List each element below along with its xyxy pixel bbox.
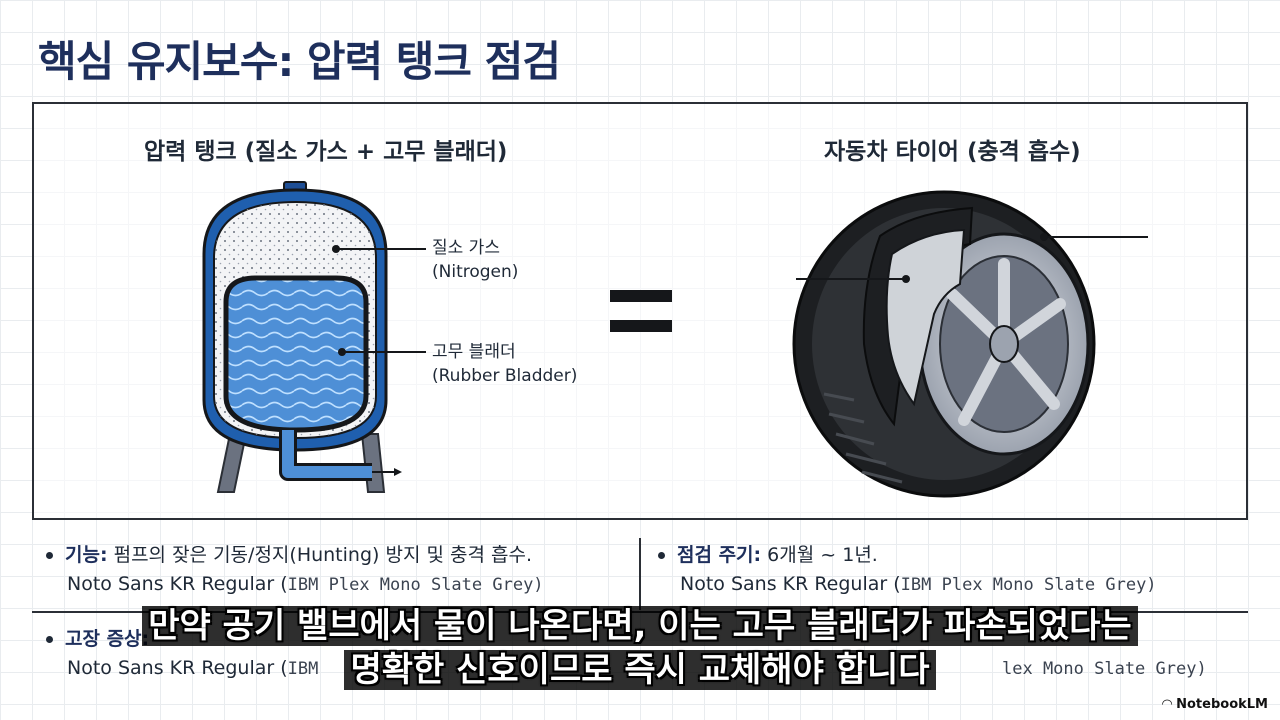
- rubber-bladder: [223, 275, 369, 433]
- tire-heading: 자동차 타이어 (충격 흡수): [824, 139, 1081, 165]
- bullet-fault-font: Noto Sans KR Regular (IBM: [67, 657, 319, 679]
- nitrogen-label-ko: 질소 가스: [432, 238, 500, 258]
- tank-heading: 압력 탱크 (질소 가스 + 고무 블래더): [144, 139, 508, 165]
- bladder-label-ko: 고무 블래더: [432, 342, 516, 362]
- bullet-dot: [46, 636, 53, 643]
- bullet-dot: [658, 552, 665, 559]
- bullet-function: 기능: 펌프의 잦은 기동/정지(Hunting) 방지 및 충격 흡수.: [46, 540, 532, 570]
- page-title: 핵심 유지보수: 압력 탱크 점검: [38, 37, 561, 86]
- tire-illustration: [792, 190, 1148, 498]
- equals-sign: [610, 290, 672, 334]
- bullet-interval: 점검 주기: 6개월 ~ 1년.: [658, 540, 878, 570]
- nitrogen-label-en: (Nitrogen): [432, 262, 519, 282]
- bullet-interval-font: Noto Sans KR Regular (IBM Plex Mono Slat…: [680, 573, 1157, 595]
- bullet-right-font: lex Mono Slate Grey): [1002, 659, 1207, 679]
- bullet-dot: [46, 552, 53, 559]
- pressure-tank-illustration: [202, 181, 1148, 498]
- notebooklm-logo-icon: ◠: [1162, 697, 1173, 712]
- brand-watermark: ◠NotebookLM: [1162, 697, 1268, 712]
- bullet-fault: 고장 증상:: [46, 624, 149, 654]
- tire-air-cutaway: [885, 228, 966, 407]
- bladder-callout: 고무 블래더 (Rubber Bladder): [432, 340, 577, 388]
- bladder-label-en: (Rubber Bladder): [432, 366, 578, 386]
- subtitle-line-2: 명확한 신호이므로 즉시 교체해야 합니다: [0, 648, 1280, 692]
- nitrogen-callout: 질소 가스 (Nitrogen): [432, 236, 518, 284]
- bullet-column-divider: [639, 538, 641, 610]
- bullet-function-font: Noto Sans KR Regular (IBM Plex Mono Slat…: [67, 573, 544, 595]
- comparison-panel: 압력 탱크 (질소 가스 + 고무 블래더) 자동차 타이어 (충격 흡수): [32, 102, 1248, 520]
- subtitle-line-1: 만약 공기 밸브에서 물이 나온다면, 이는 고무 블래더가 파손되었다는: [0, 604, 1280, 648]
